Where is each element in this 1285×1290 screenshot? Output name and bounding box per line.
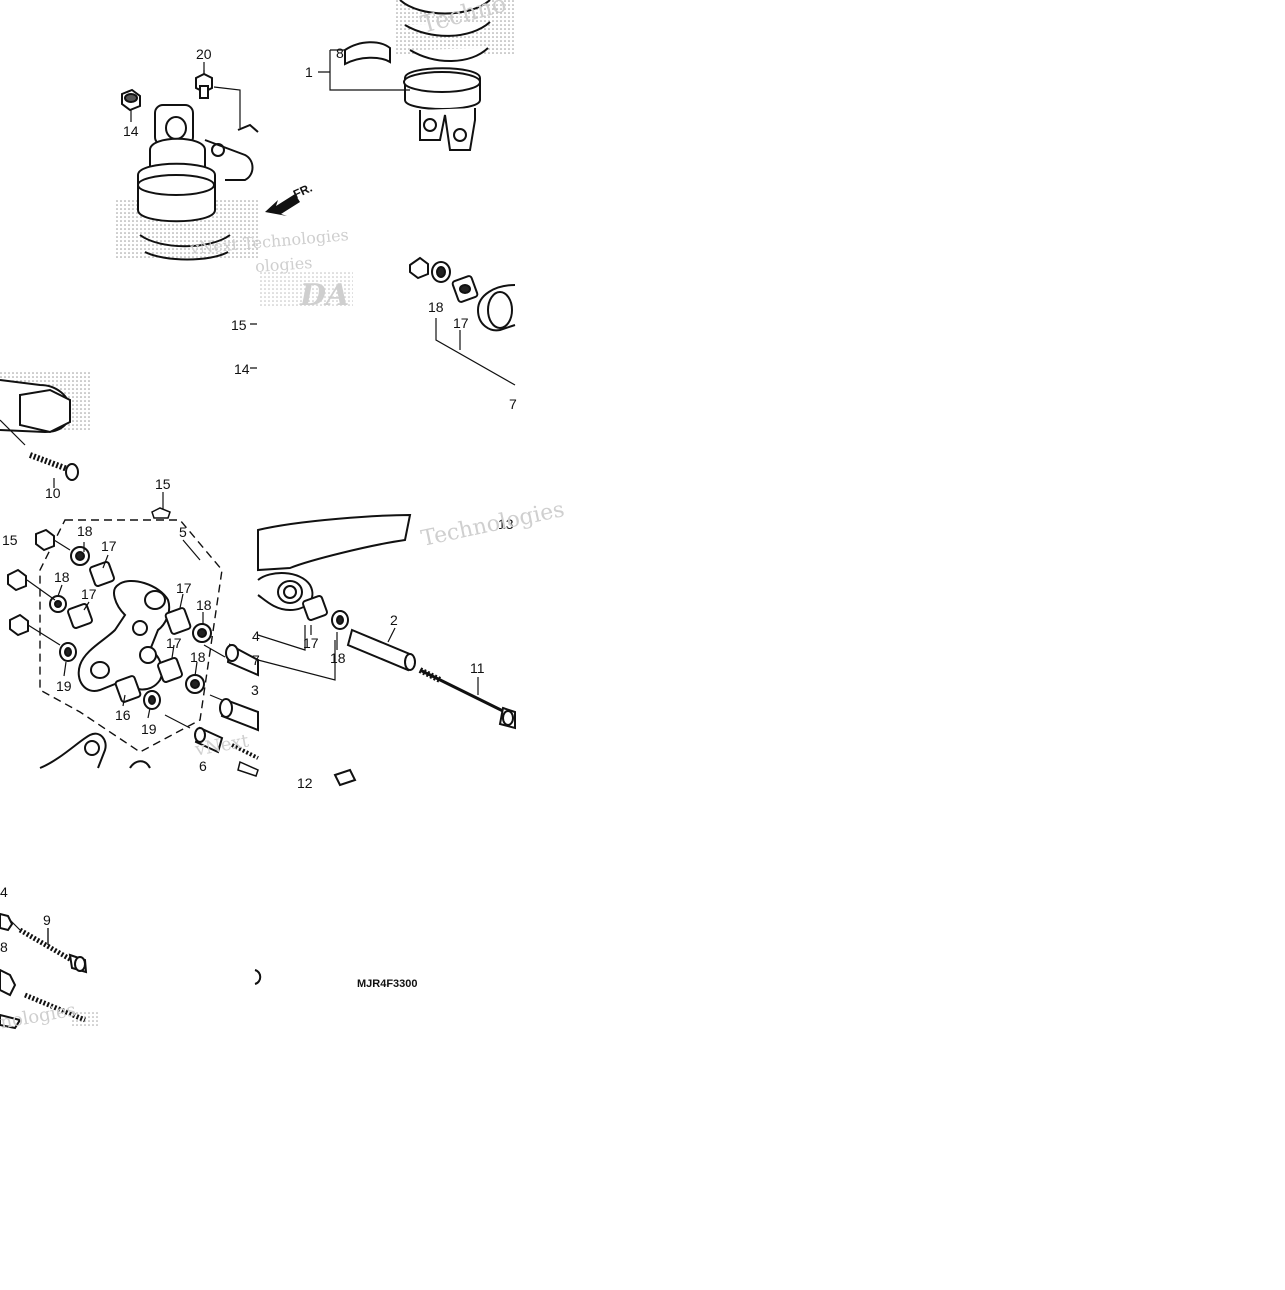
callout-13: 13 [498,516,514,532]
bearing-set-right-top [409,256,516,332]
callout-18-f: 18 [330,650,346,666]
callout-20: 20 [196,46,212,62]
watermark: ologies [254,253,314,276]
callout-17: 17 [453,315,469,331]
bracket-bottom-left [39,732,151,769]
callout-8: 8 [336,45,344,61]
callout-19-b: 19 [141,721,157,737]
bolt-12 [231,743,259,777]
callout-7-b: 7 [252,652,260,668]
callout-16: 16 [115,707,131,723]
callout-4: 4 [252,628,260,644]
callout-17-d: 17 [176,580,192,596]
callout-2: 2 [390,612,398,628]
part-code: MJR4F3300 [357,978,418,990]
suspension-link [77,580,171,692]
callout-6: 6 [199,758,207,774]
callout-12: 12 [297,775,313,791]
callout-17-c: 17 [81,586,97,602]
callout-11: 11 [470,660,485,676]
callout-17-f: 17 [303,635,319,651]
callout-15-c: 15 [2,532,18,548]
shock-absorber-lower [344,0,515,151]
callout-7: 7 [509,396,517,412]
callout-18-c: 18 [54,569,70,585]
callout-3: 3 [251,682,259,698]
callout-8-b: 8 [0,939,8,955]
callout-15-b: 15 [155,476,171,492]
nuts-left [7,528,55,637]
shock-absorber-top [115,104,260,261]
nut-15-small [151,507,171,519]
callout-14-b: 14 [234,361,250,377]
callout-17-b: 17 [101,538,117,554]
collars [194,643,259,754]
callout-1: 1 [305,64,313,80]
bolt-20 [195,72,213,99]
leader-lines [47,62,479,945]
callout-9: 9 [43,912,51,928]
callout-4-b: 4 [0,884,8,900]
callout-18: 18 [428,299,444,315]
watermark: DA [300,278,350,313]
callout-18-e: 18 [190,649,206,665]
callout-17-e: 17 [166,635,182,651]
callout-10: 10 [45,485,61,501]
callout-19: 19 [56,678,72,694]
callout-15: 15 [231,317,247,333]
callout-14: 14 [123,123,139,139]
callout-18-d: 18 [196,597,212,613]
nut-14-top [121,88,141,112]
lever-end-left [0,370,90,481]
link-kit-boundary [39,519,223,753]
callout-18-b: 18 [77,523,93,539]
callout-5: 5 [179,524,187,540]
front-arrow-icon [265,194,300,216]
swingarm-link-right [257,513,516,787]
needle-bearings [49,546,212,710]
bolts-bottom-left [0,912,100,1030]
